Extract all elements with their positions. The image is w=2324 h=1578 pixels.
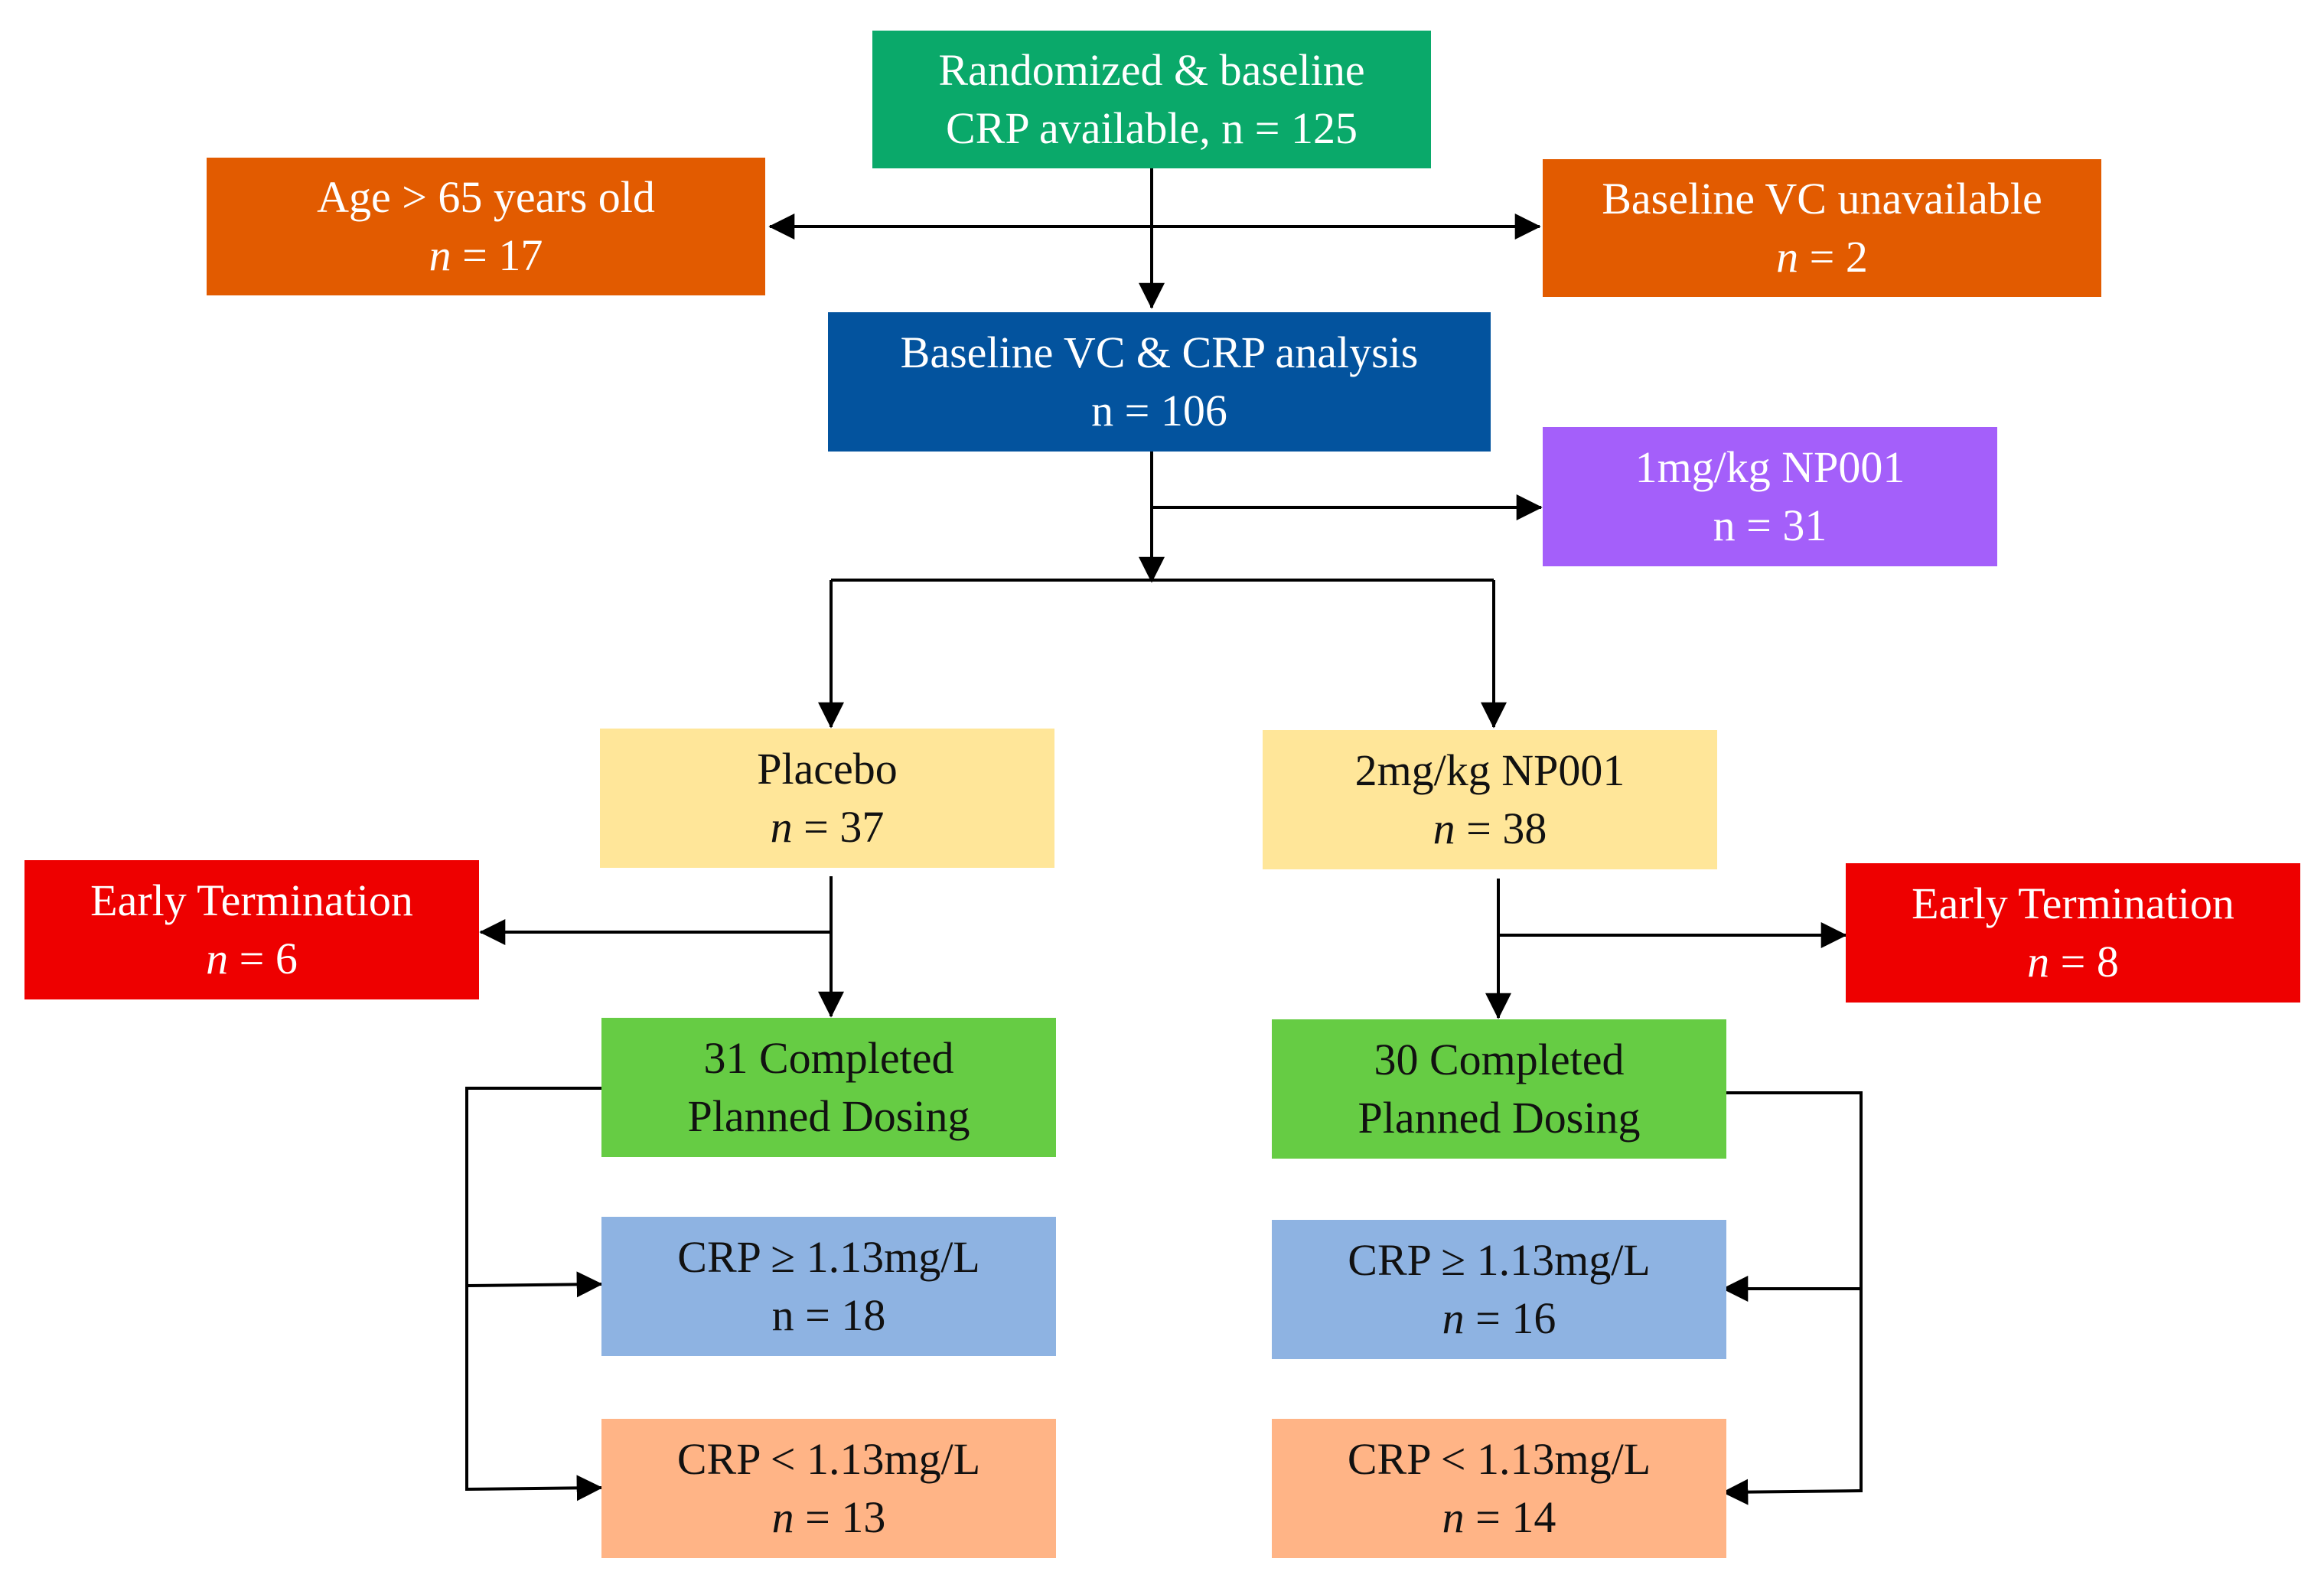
randomized-line1: Randomized & baseline	[938, 45, 1365, 95]
completed-right-line1: 30 Completed	[1374, 1035, 1625, 1084]
connector-to-crp-high-left	[466, 1271, 603, 1298]
completed-right-box: 30 Completed Planned Dosing	[1272, 1019, 1726, 1159]
connector-right-bracket	[1723, 1091, 1863, 1492]
np001-1mg-line2: n = 31	[1713, 500, 1827, 550]
crp-low-right-box: CRP < 1.13mg/L n = 14	[1272, 1419, 1726, 1558]
crp-low-left-box: CRP < 1.13mg/L n = 13	[601, 1419, 1056, 1558]
analysis-line2: n = 106	[1091, 386, 1227, 435]
early-termination-left-box: Early Termination n = 6	[24, 860, 479, 999]
age-excluded-line1: Age > 65 years old	[317, 172, 655, 222]
early-termination-right-count: n = 8	[2027, 937, 2119, 986]
np001-2mg-line1: 2mg/kg NP001	[1354, 745, 1625, 795]
connector-to-crp-low-left	[466, 1475, 603, 1501]
crp-high-right-box: CRP ≥ 1.13mg/L n = 16	[1272, 1220, 1726, 1359]
randomized-box: Randomized & baseline CRP available, n =…	[872, 31, 1431, 168]
crp-high-right-count: n = 16	[1442, 1293, 1556, 1343]
vc-unavailable-line1: Baseline VC unavailable	[1602, 174, 2042, 223]
vc-unavailable-box: Baseline VC unavailable n = 2	[1543, 159, 2101, 297]
np001-1mg-box: 1mg/kg NP001 n = 31	[1543, 427, 1997, 566]
connector-to-crp-low-right	[1722, 1479, 1862, 1505]
age-excluded-count: n = 17	[429, 230, 543, 280]
placebo-box: Placebo n = 37	[600, 729, 1054, 868]
crp-high-left-line1: CRP ≥ 1.13mg/L	[677, 1232, 980, 1282]
crp-low-left-line1: CRP < 1.13mg/L	[676, 1434, 981, 1484]
np001-2mg-count: n = 38	[1433, 804, 1547, 853]
analysis-box: Baseline VC & CRP analysis n = 106	[828, 312, 1491, 452]
crp-high-left-line2: n = 18	[771, 1290, 886, 1340]
randomized-line2: CRP available, n = 125	[945, 103, 1358, 153]
early-termination-left-line1: Early Termination	[90, 875, 413, 925]
early-termination-right-box: Early Termination n = 8	[1846, 863, 2300, 1003]
completed-left-line1: 31 Completed	[703, 1033, 954, 1083]
completed-left-line2: Planned Dosing	[687, 1091, 970, 1141]
analysis-line1: Baseline VC & CRP analysis	[900, 328, 1419, 377]
np001-2mg-box: 2mg/kg NP001 n = 38	[1263, 730, 1717, 869]
connector-left-bracket	[465, 1087, 601, 1491]
crp-low-left-count: n = 13	[771, 1492, 886, 1542]
placebo-count: n = 37	[770, 802, 885, 852]
early-termination-right-line1: Early Termination	[1912, 879, 2234, 928]
crp-low-right-count: n = 14	[1442, 1492, 1556, 1542]
crp-low-right-line1: CRP < 1.13mg/L	[1347, 1434, 1651, 1484]
early-termination-left-count: n = 6	[206, 934, 298, 983]
completed-right-line2: Planned Dosing	[1358, 1093, 1641, 1143]
age-excluded-box: Age > 65 years old n = 17	[207, 158, 765, 295]
crp-high-left-box: CRP ≥ 1.13mg/L n = 18	[601, 1217, 1056, 1356]
placebo-line1: Placebo	[757, 744, 898, 794]
crp-high-right-line1: CRP ≥ 1.13mg/L	[1348, 1235, 1651, 1285]
completed-left-box: 31 Completed Planned Dosing	[601, 1018, 1056, 1157]
vc-unavailable-count: n = 2	[1776, 232, 1868, 282]
np001-1mg-line1: 1mg/kg NP001	[1635, 442, 1905, 492]
